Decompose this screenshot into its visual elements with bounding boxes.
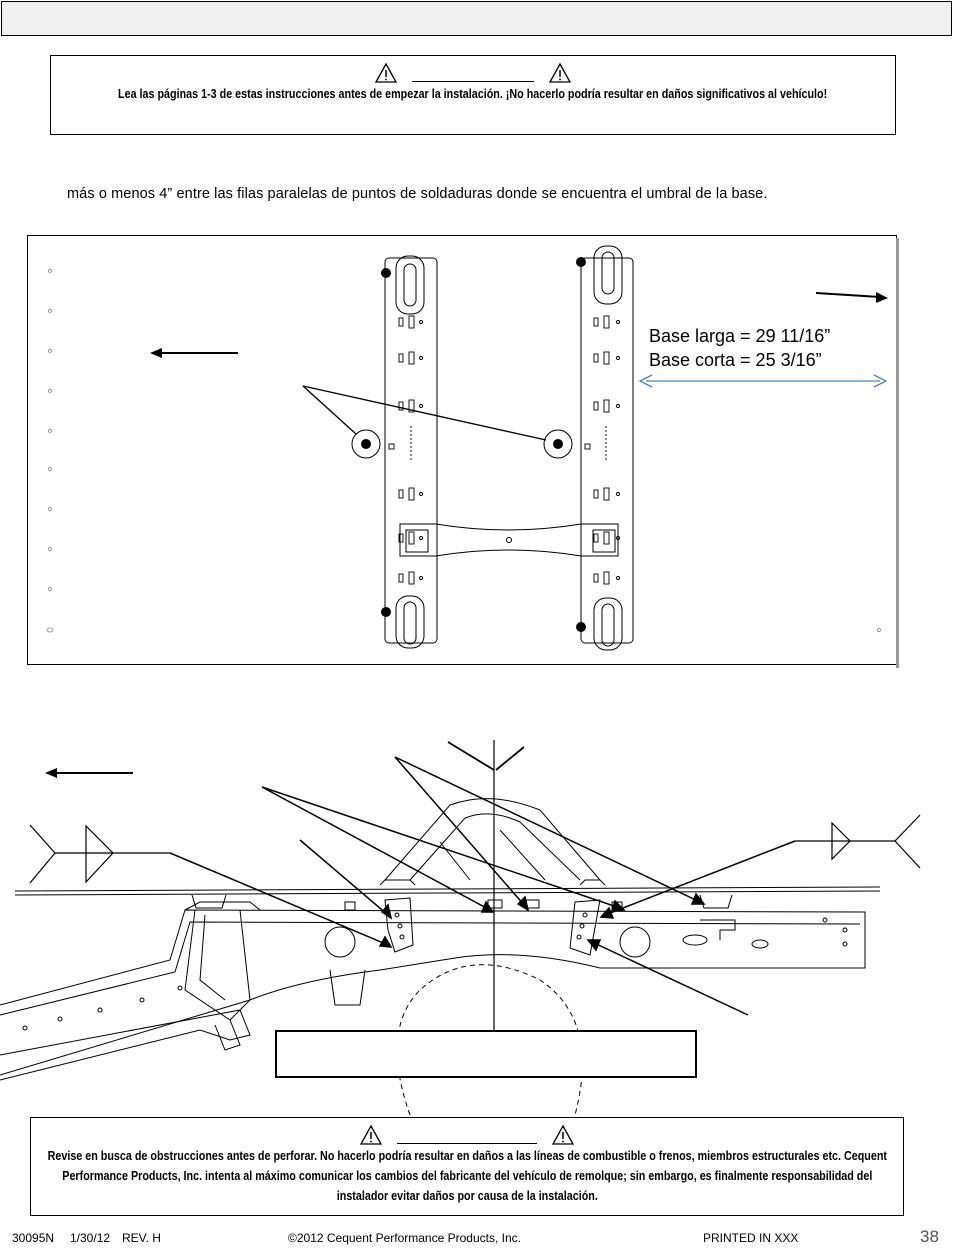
- warning-text-bottom: Revise en busca de obstrucciones antes d…: [47, 1149, 887, 1203]
- warning-title-blank: [412, 80, 534, 82]
- frame-side-view-drawing: [0, 740, 921, 1116]
- rail-top-view-drawing: [46, 245, 888, 651]
- header-bar: [1, 1, 952, 36]
- warning-text-top: Lea las páginas 1-3 de estas instruccion…: [118, 87, 828, 101]
- warning-box-bottom: Revise en busca de obstrucciones antes d…: [30, 1117, 904, 1216]
- diagram-label-box: [275, 1030, 697, 1078]
- footer-printed: PRINTED IN XXX: [703, 1231, 799, 1245]
- warning-box-top: Lea las páginas 1-3 de estas instruccion…: [50, 55, 896, 135]
- base-long-label: Base larga = 29 11/16”: [649, 326, 831, 346]
- warning-header: [31, 1124, 903, 1146]
- frame-side-view-diagram: [0, 730, 954, 1130]
- footer-copyright: ©2012 Cequent Performance Products, Inc.: [288, 1231, 521, 1245]
- base-short-label: Base corta = 25 3/16”: [649, 350, 822, 370]
- footer-page-number: 38: [920, 1227, 939, 1246]
- page-footer: 30095N 1/30/12 REV. H ©2012 Cequent Perf…: [0, 1223, 954, 1253]
- body-paragraph: más o menos 4” entre las filas paralelas…: [67, 186, 768, 202]
- warning-triangle-icon: [548, 62, 572, 83]
- footer-doc-id: 30095N: [12, 1231, 55, 1245]
- warning-triangle-icon: [374, 62, 398, 83]
- warning-header: [51, 62, 895, 84]
- warning-triangle-icon: [551, 1124, 575, 1145]
- footer-rev: REV. H: [122, 1231, 161, 1245]
- footer-date: 1/30/12: [70, 1231, 111, 1245]
- rail-top-view-diagram: Base larga = 29 11/16” Base corta = 25 3…: [27, 235, 899, 668]
- warning-triangle-icon: [359, 1124, 383, 1145]
- warning-title-blank: [397, 1142, 537, 1144]
